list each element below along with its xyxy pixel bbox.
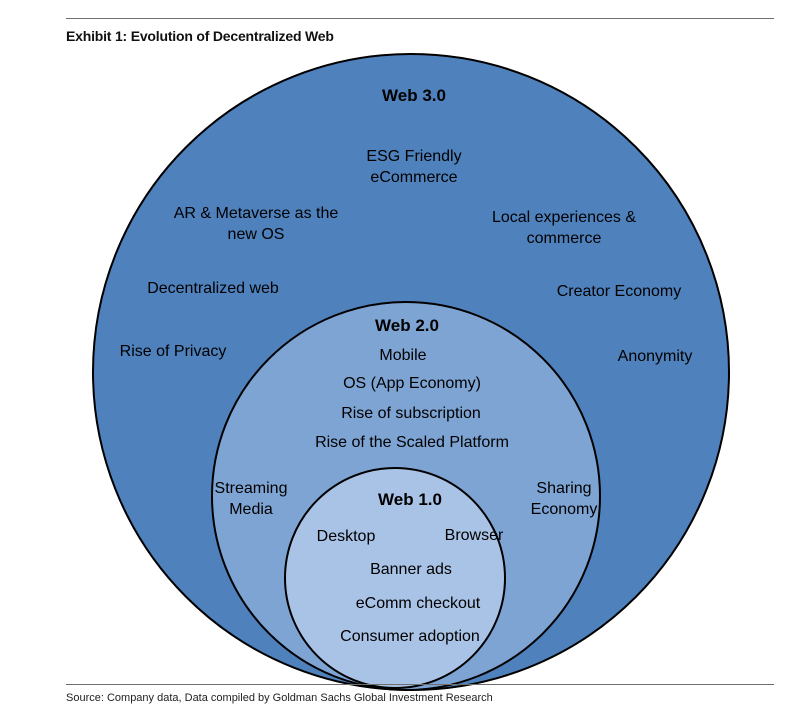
web3-item-ar-line2: new OS bbox=[227, 226, 285, 243]
web2-item-sharing: Sharing Economy bbox=[531, 478, 598, 520]
web1-circle bbox=[284, 467, 506, 689]
web1-item-consumer: Consumer adoption bbox=[340, 628, 480, 645]
web2-item-mobile: Mobile bbox=[379, 347, 427, 364]
web2-item-platform: Rise of the Scaled Platform bbox=[315, 434, 509, 451]
web2-item-streaming-line2: Media bbox=[229, 501, 273, 518]
web3-item-ar-line1: AR & Metaverse as the bbox=[173, 205, 339, 222]
web2-item-sharing-line2: Economy bbox=[530, 501, 598, 518]
web3-item-ar-metaverse: AR & Metaverse as the new OS bbox=[174, 203, 339, 245]
web3-item-creator: Creator Economy bbox=[556, 283, 682, 300]
web2-item-sharing-line1: Sharing bbox=[536, 480, 592, 497]
web3-item-esg-line1: ESG Friendly bbox=[366, 148, 462, 165]
web3-title: Web 3.0 bbox=[382, 86, 446, 105]
web1-item-desktop: Desktop bbox=[316, 528, 376, 545]
web3-item-esg: ESG Friendly eCommerce bbox=[366, 146, 461, 188]
web1-title: Web 1.0 bbox=[378, 490, 442, 509]
web2-item-subscription: Rise of subscription bbox=[341, 405, 481, 422]
web1-item-ecomm: eComm checkout bbox=[355, 595, 481, 612]
web3-item-decentralized: Decentralized web bbox=[147, 280, 279, 297]
web3-item-anonymity: Anonymity bbox=[617, 348, 693, 365]
web3-item-local-line2: commerce bbox=[526, 230, 602, 247]
web3-item-local-line1: Local experiences & bbox=[491, 209, 637, 226]
web2-title: Web 2.0 bbox=[375, 316, 439, 335]
web3-item-privacy: Rise of Privacy bbox=[119, 343, 227, 360]
exhibit-title: Exhibit 1: Evolution of Decentralized We… bbox=[66, 28, 334, 44]
web2-item-os: OS (App Economy) bbox=[343, 375, 481, 392]
source-note: Source: Company data, Data compiled by G… bbox=[66, 692, 493, 704]
web1-item-browser: Browser bbox=[444, 527, 504, 544]
web1-item-banner: Banner ads bbox=[370, 561, 452, 578]
web2-item-streaming-line1: Streaming bbox=[214, 480, 288, 497]
top-rule bbox=[66, 18, 774, 19]
bottom-rule bbox=[66, 684, 774, 685]
web3-item-esg-line2: eCommerce bbox=[370, 169, 458, 186]
web3-item-local: Local experiences & commerce bbox=[492, 207, 636, 249]
web2-item-streaming: Streaming Media bbox=[215, 478, 288, 520]
